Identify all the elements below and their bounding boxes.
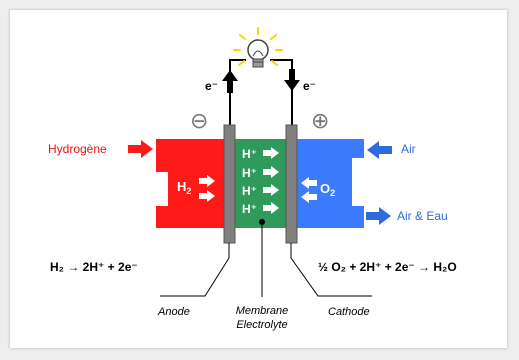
h2-arrow-2 <box>199 190 215 202</box>
membrane-label-line2: Electrolyte <box>236 319 287 331</box>
electron-label-left: e⁻ <box>205 79 218 93</box>
cathode-sign: ⊕ <box>311 108 329 133</box>
cathode-gas-chamber <box>296 139 364 228</box>
electron-label-right: e⁻ <box>303 79 316 93</box>
wire-left <box>229 59 246 125</box>
proton-arrow-3 <box>263 184 279 196</box>
h2-arrow-1 <box>199 175 215 187</box>
proton-label-1: H⁺ <box>242 147 257 161</box>
anode-electrode <box>223 124 236 244</box>
anode-gas-chamber <box>156 139 224 228</box>
air-inlet-arrow <box>367 141 392 159</box>
proton-label-3: H⁺ <box>242 184 257 198</box>
o2-arrow-2 <box>301 191 317 203</box>
proton-arrow-2 <box>263 166 279 178</box>
air-inlet-label: Air <box>401 142 416 156</box>
light-bulb-icon <box>233 27 283 68</box>
anode-reaction: H₂ → 2H⁺ + 2e⁻ <box>50 260 138 274</box>
o2-arrow-1 <box>301 177 317 189</box>
proton-label-4: H⁺ <box>242 202 257 216</box>
hydrogen-inlet-label: Hydrogène <box>48 142 107 156</box>
anode-label: Anode <box>157 306 190 318</box>
membrane-label-line1: Membrane <box>236 305 289 317</box>
membrane-electrolyte <box>235 139 287 228</box>
anode-pointer <box>160 243 230 297</box>
oxygen-molecule-label: O2 <box>320 181 335 198</box>
hydrogen-molecule-label: H2 <box>177 179 191 196</box>
cathode-label: Cathode <box>328 306 370 318</box>
electron-arrow-down <box>284 69 300 91</box>
air-water-outlet-arrow <box>366 207 391 225</box>
cathode-pointer <box>290 243 372 297</box>
proton-arrow-1 <box>263 147 279 159</box>
air-water-outlet-label: Air & Eau <box>397 209 448 223</box>
proton-arrow-4 <box>263 202 279 214</box>
hydrogen-inlet-arrow <box>128 140 153 158</box>
electron-arrow-up <box>222 70 238 93</box>
anode-sign: ⊖ <box>190 108 208 133</box>
internal-flow-arrows <box>199 147 317 214</box>
wire-right <box>270 59 293 125</box>
cathode-reaction: ½ O₂ + 2H⁺ + 2e⁻ → H₂O <box>318 260 457 274</box>
proton-label-2: H⁺ <box>242 166 257 180</box>
cathode-electrode <box>285 124 298 244</box>
